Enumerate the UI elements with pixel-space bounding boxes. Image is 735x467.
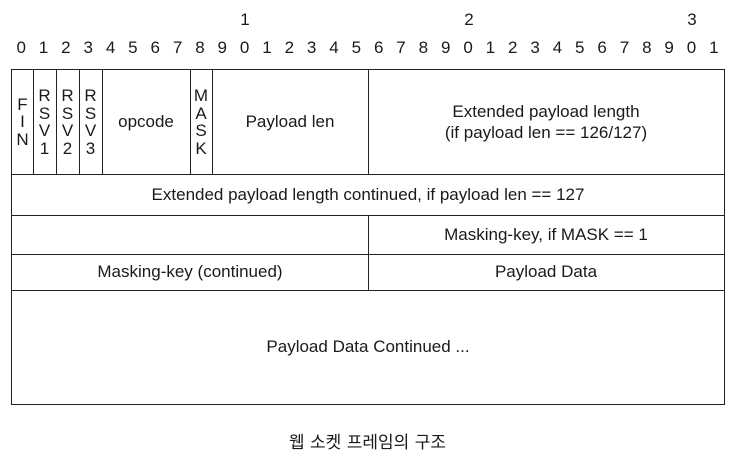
bit-ruler-unit: 2 bbox=[61, 38, 71, 57]
rsv2-letter: 2 bbox=[62, 138, 73, 158]
rsv1-letter: R bbox=[38, 86, 51, 105]
bit-ruler-unit: 0 bbox=[16, 38, 26, 57]
bit-ruler-unit: 4 bbox=[329, 38, 339, 57]
extended-payload-length-continued-field: Extended payload length continued, if pa… bbox=[11, 174, 725, 216]
rsv2-letter: S bbox=[61, 103, 74, 123]
mask-letter: M bbox=[193, 86, 209, 105]
bit-ruler-unit: 4 bbox=[552, 38, 563, 57]
payload-len-field: Payload len bbox=[212, 69, 369, 175]
bit-ruler-unit: 6 bbox=[597, 38, 607, 57]
bit-ruler-unit: 6 bbox=[373, 38, 384, 57]
bit-ruler-unit: 4 bbox=[105, 38, 116, 57]
bit-ruler-unit: 3 bbox=[83, 38, 93, 57]
payload-data-continued-field: Payload Data Continued ... bbox=[11, 290, 725, 405]
mask-letter: K bbox=[195, 138, 207, 158]
mask-letter: S bbox=[195, 121, 207, 140]
payload-data-field: Payload Data bbox=[368, 254, 725, 291]
rsv1-letter: 1 bbox=[39, 138, 50, 158]
rsv2-letter: V bbox=[61, 121, 74, 140]
bit-ruler-unit: 7 bbox=[619, 38, 630, 57]
bit-ruler-unit: 7 bbox=[172, 38, 183, 57]
bit-ruler-unit: 6 bbox=[150, 38, 160, 57]
rsv3-letter: 3 bbox=[85, 138, 96, 158]
bit-ruler-unit: 2 bbox=[508, 38, 518, 57]
bit-ruler-unit: 9 bbox=[664, 38, 674, 57]
extended-payload-length-field: Extended payload length (if payload len … bbox=[368, 69, 725, 175]
mask-letter: A bbox=[195, 103, 207, 123]
bit-ruler-unit: 0 bbox=[239, 38, 250, 57]
bit-ruler-tens-3: 3 bbox=[687, 10, 697, 29]
bit-ruler-unit: 8 bbox=[195, 38, 205, 57]
bit-ruler-unit: 5 bbox=[351, 38, 362, 57]
bit-ruler-unit: 7 bbox=[396, 38, 406, 57]
fin-letter: I bbox=[20, 112, 25, 132]
bit-ruler-unit: 9 bbox=[440, 38, 451, 57]
masking-key-field: Masking-key, if MASK == 1 bbox=[368, 215, 725, 255]
rsv2-letter: R bbox=[61, 86, 74, 105]
rsv3-letter: R bbox=[84, 86, 97, 105]
opcode-field: opcode bbox=[102, 69, 191, 175]
bit-ruler-unit: 1 bbox=[38, 38, 49, 57]
bit-ruler-unit: 1 bbox=[262, 38, 272, 57]
rsv3-letter: V bbox=[84, 121, 97, 140]
fin-letter: N bbox=[16, 129, 29, 149]
bit-ruler-unit: 8 bbox=[418, 38, 429, 57]
rsv3-letter: S bbox=[84, 103, 97, 123]
bit-ruler-unit: 1 bbox=[485, 38, 496, 57]
bit-ruler-unit: 1 bbox=[709, 38, 719, 57]
bit-ruler-unit: 5 bbox=[575, 38, 585, 57]
bit-ruler-unit: 3 bbox=[530, 38, 540, 57]
masking-key-continued-field: Masking-key (continued) bbox=[11, 254, 369, 291]
bit-ruler-unit: 8 bbox=[642, 38, 652, 57]
bit-ruler-unit: 9 bbox=[217, 38, 227, 57]
rsv1-letter: S bbox=[38, 103, 51, 123]
bit-ruler-tens-1: 1 bbox=[240, 10, 250, 29]
bit-ruler-unit: 2 bbox=[284, 38, 295, 57]
bit-ruler-unit: 3 bbox=[306, 38, 317, 57]
bit-ruler-unit: 0 bbox=[463, 38, 473, 57]
fin-letter: F bbox=[17, 94, 28, 114]
bit-ruler-unit: 0 bbox=[686, 38, 697, 57]
bit-ruler-unit: 5 bbox=[128, 38, 138, 57]
bit-ruler-tens-2: 2 bbox=[464, 10, 474, 29]
diagram-caption: 웹 소켓 프레임의 구조 bbox=[289, 433, 446, 453]
rsv1-letter: V bbox=[38, 121, 51, 140]
empty-field bbox=[11, 215, 369, 255]
